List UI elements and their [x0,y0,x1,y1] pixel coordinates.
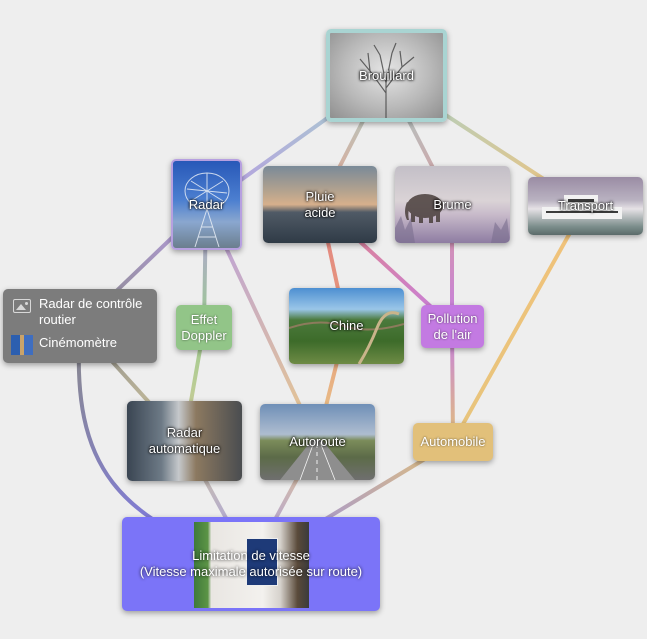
node-label: Pollution de l'air [427,310,478,342]
highway-photo [280,440,355,480]
great-wall-photo [289,311,404,364]
node-label: Radar automatique [148,425,221,456]
elephant-in-mist-photo [395,194,510,243]
node-brume[interactable]: Brume [395,166,510,243]
node-effet-doppler[interactable]: Effet Doppler [176,305,232,350]
node-label: Brume [433,196,472,212]
node-pollution-de-lair[interactable]: Pollution de l'air [421,305,484,348]
node-label: Brouillard [359,67,414,83]
node-label: Chine [329,318,364,333]
radar-dish-photo [184,172,230,248]
node-label: Transport [557,198,614,213]
node-automobile[interactable]: Automobile [413,423,493,461]
foggy-tree-photo [359,42,415,118]
node-radar[interactable]: Radar [171,159,242,250]
subitem-label: Cinémomètre [39,335,118,350]
node-label: Automobile [420,434,486,449]
cinemometre-thumbnail-icon [11,335,33,355]
node-radar-de-controle-routier[interactable]: Radar de contrôle routier Cinémomètre [3,289,157,363]
node-label: Effet Doppler [181,311,227,343]
image-placeholder-icon [11,296,33,316]
node-radar-automatique[interactable]: Radar automatique [127,401,242,481]
node-autoroute[interactable]: Autoroute [260,404,375,480]
node-transport[interactable]: Transport [528,177,643,235]
node-limitation-de-vitesse[interactable]: Limitation de vitesse (Vitesse maximale … [122,517,380,611]
node-label: Limitation de vitesse (Vitesse maximale … [139,548,363,579]
ferry-photo [542,195,622,219]
node-label: Autoroute [289,434,346,449]
node-brouillard[interactable]: Brouillard [326,29,447,122]
radar-controle-subitem[interactable]: Cinémomètre [11,335,117,355]
node-pluie-acide[interactable]: Pluie acide [263,166,377,243]
radar-controle-title-row: Radar de contrôle routier [11,296,157,328]
node-chine[interactable]: Chine [289,288,404,364]
node-label: Radar de contrôle routier [39,296,143,327]
node-label: Pluie acide [304,188,336,220]
speed-sign-graphic [246,538,278,586]
node-label: Radar [188,196,225,212]
edge-transport-to-automobile [451,204,587,444]
